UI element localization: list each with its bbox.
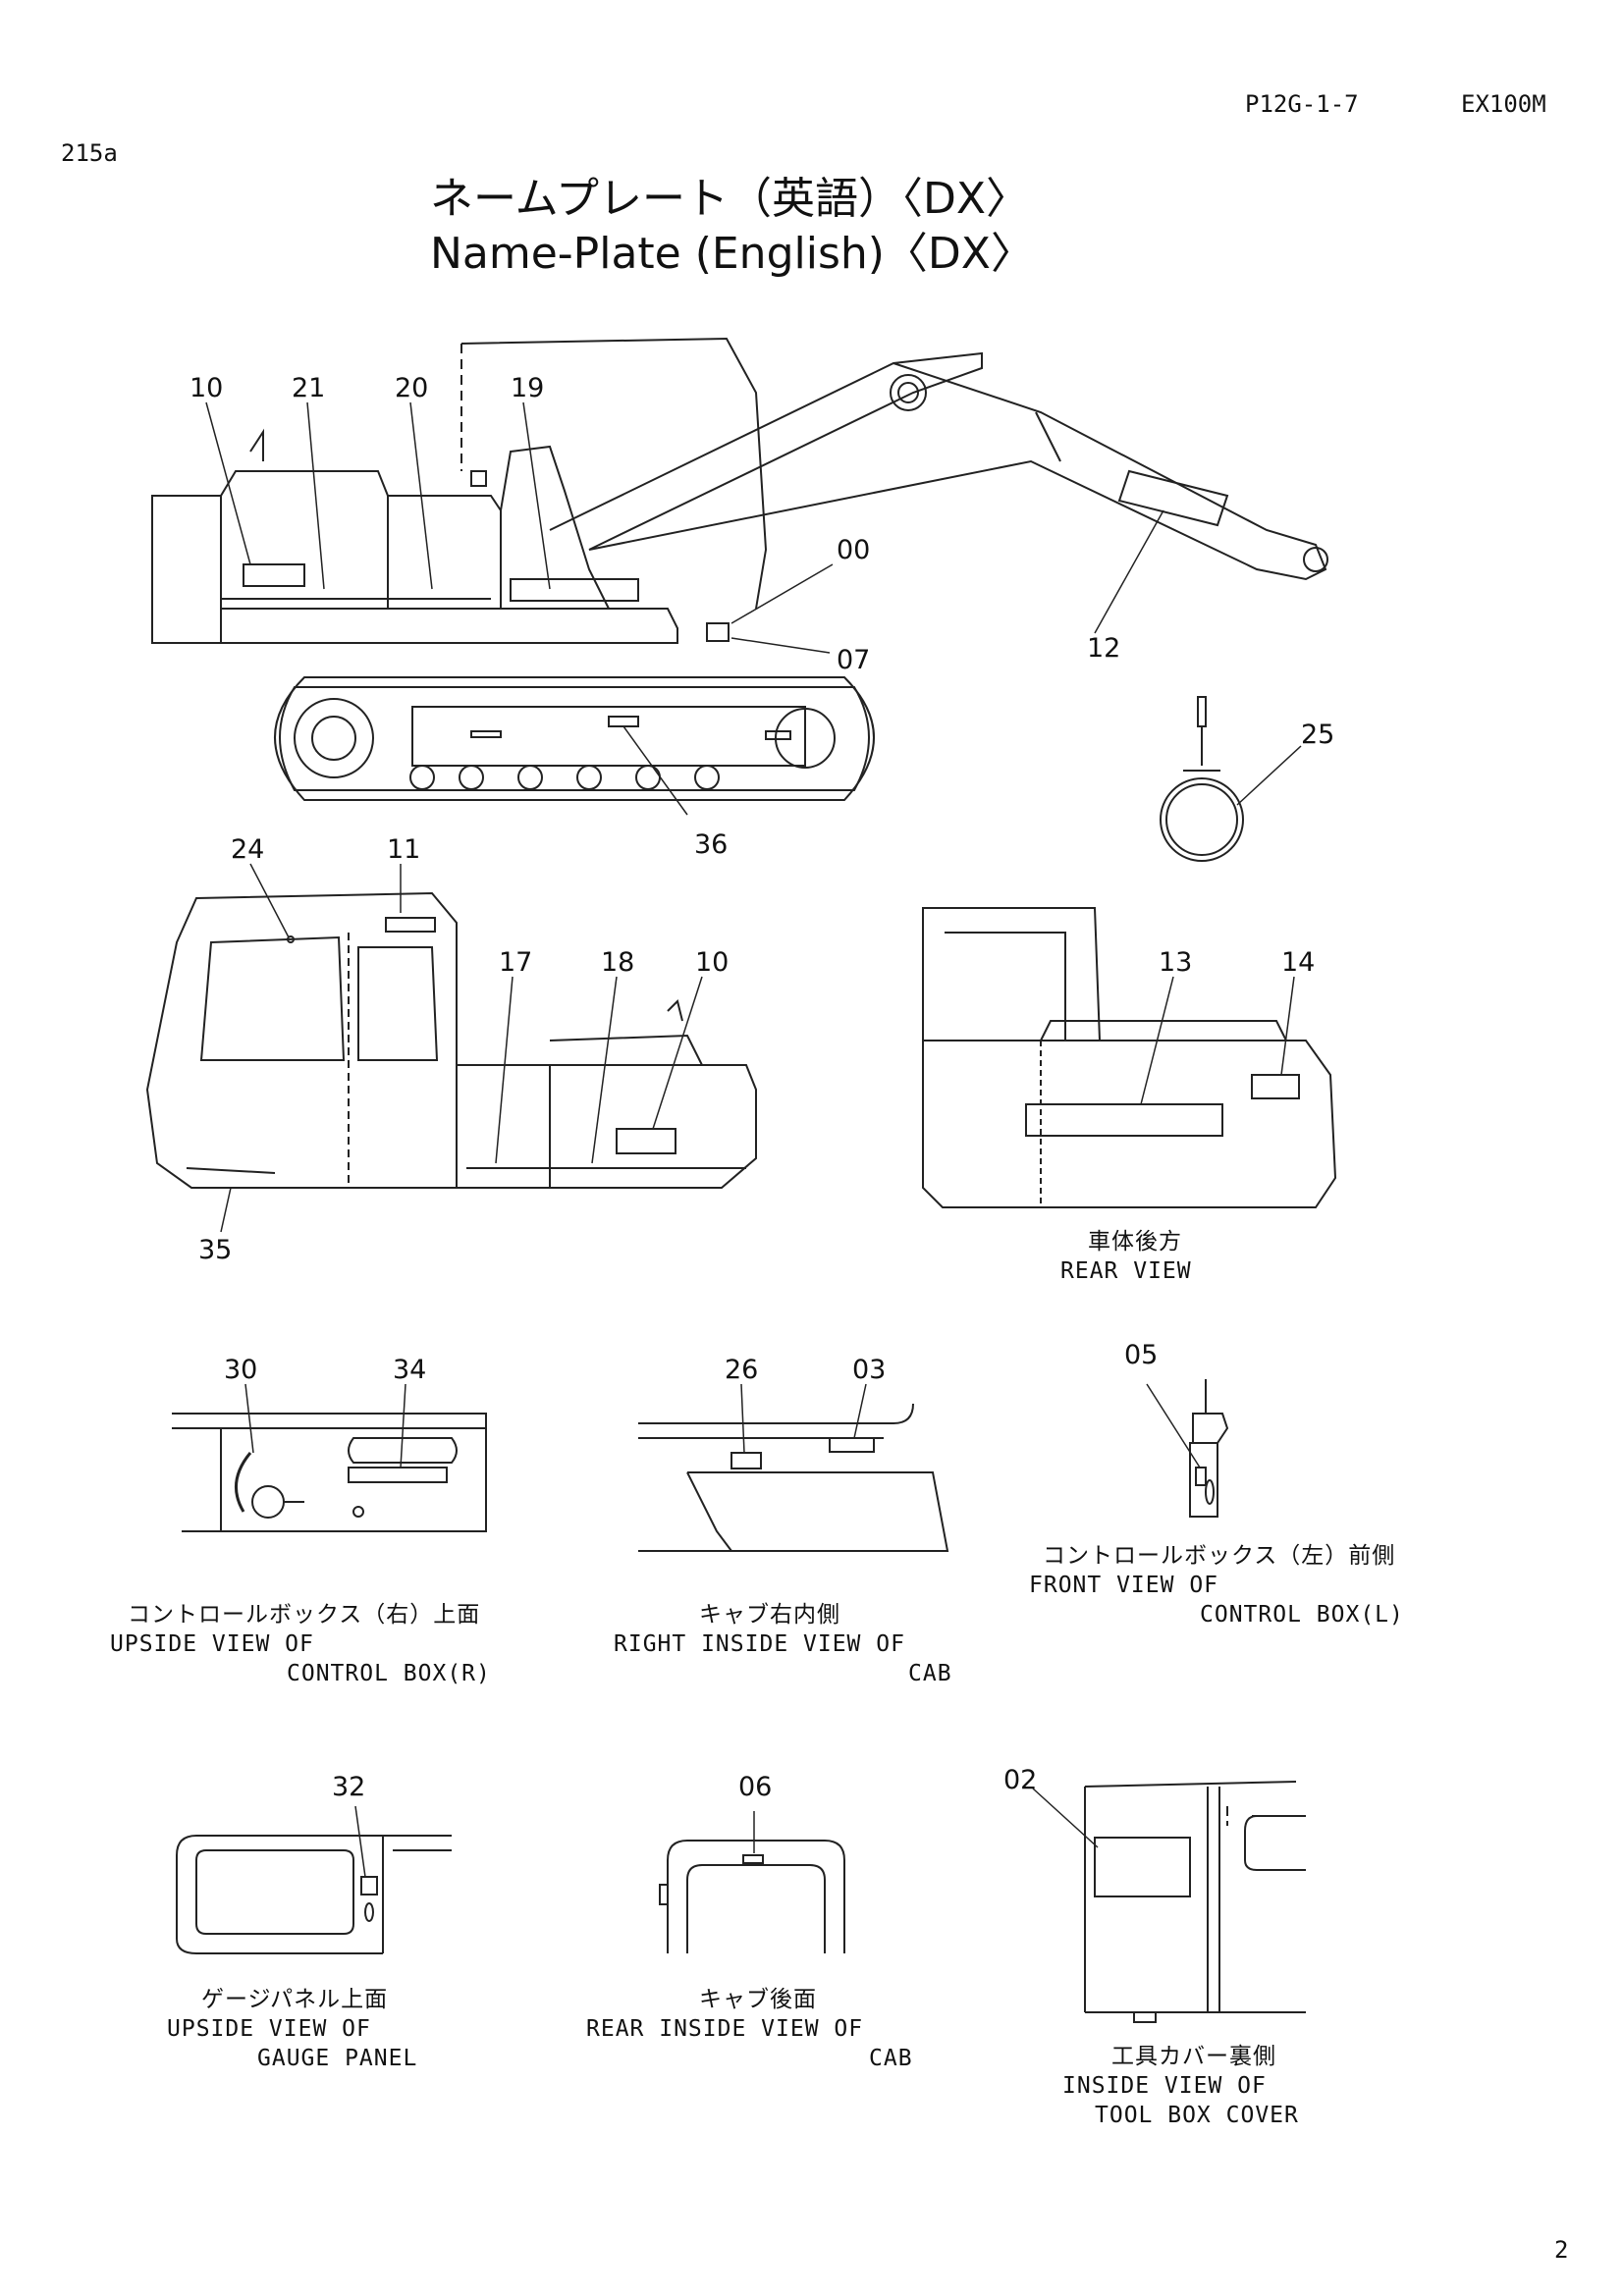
cab-outline-shape bbox=[461, 339, 766, 609]
caption-control-box-r-en-1: UPSIDE VIEW OF bbox=[110, 1631, 314, 1657]
cab-rear-inside bbox=[660, 1841, 844, 1953]
cab-side-view bbox=[147, 893, 756, 1188]
upper-body-shape bbox=[221, 609, 677, 643]
callout-25: 25 bbox=[1301, 720, 1335, 750]
callout-35: 35 bbox=[198, 1235, 233, 1265]
caption-cab-right-en-1: RIGHT INSIDE VIEW OF bbox=[614, 1631, 905, 1657]
lamp-detail bbox=[1161, 697, 1243, 861]
cab-lower-shape bbox=[501, 447, 609, 609]
callout-36: 36 bbox=[694, 829, 729, 860]
caption-control-box-r-ja: コントロールボックス（右）上面 bbox=[128, 1602, 481, 1628]
counterweight-shape bbox=[152, 496, 221, 643]
arm-plate-shape bbox=[1119, 471, 1227, 525]
caption-control-box-l-ja: コントロールボックス（左）前側 bbox=[1043, 1543, 1396, 1569]
leader-lines-rear-view bbox=[1141, 977, 1294, 1104]
plate-10-shape bbox=[243, 564, 304, 586]
control-box-r bbox=[172, 1414, 486, 1531]
title-english: Name-Plate (English)〈DX〉 bbox=[430, 229, 1034, 279]
boom-pivot-shape bbox=[891, 375, 926, 410]
rear-view bbox=[923, 908, 1335, 1207]
caption-tool-box-ja: 工具カバー裏側 bbox=[1111, 2044, 1276, 2069]
callout-10: 10 bbox=[189, 373, 224, 403]
excavator-side-view bbox=[152, 339, 1327, 800]
callout-17: 17 bbox=[499, 947, 533, 978]
caption-tool-box-en-2: TOOL BOX COVER bbox=[1095, 2103, 1299, 2128]
caption-control-box-r-en-2: CONTROL BOX(R) bbox=[287, 1661, 491, 1686]
caption-tool-box-en-1: INSIDE VIEW OF bbox=[1062, 2073, 1267, 2099]
callout-10-cab: 10 bbox=[695, 947, 730, 978]
control-box-l bbox=[1190, 1379, 1227, 1517]
caption-cab-rear-en-2: CAB bbox=[869, 2046, 913, 2071]
track-outer-shape bbox=[275, 677, 874, 800]
caption-cab-rear-en-1: REAR INSIDE VIEW OF bbox=[586, 2016, 864, 2042]
caption-rear-view-en: REAR VIEW bbox=[1060, 1258, 1192, 1284]
callout-24: 24 bbox=[231, 834, 265, 865]
track-frame-shape bbox=[280, 687, 869, 790]
callout-13: 13 bbox=[1159, 947, 1193, 978]
callout-03: 03 bbox=[852, 1355, 887, 1385]
leader-lines-cab-right bbox=[741, 1384, 866, 1453]
caption-cab-rear-ja: キャブ後面 bbox=[699, 1987, 817, 2012]
caption-cab-right-ja: キャブ右内側 bbox=[699, 1602, 840, 1628]
caption-gauge-panel-ja: ゲージパネル上面 bbox=[201, 1987, 389, 2012]
gauge-panel bbox=[177, 1836, 452, 1953]
model-number: EX100M bbox=[1461, 90, 1546, 118]
caption-control-box-l-en-1: FRONT VIEW OF bbox=[1029, 1573, 1219, 1598]
callout-34: 34 bbox=[393, 1355, 427, 1385]
cab-right-inside bbox=[638, 1404, 947, 1551]
page-ref: 215a bbox=[61, 139, 118, 167]
engine-hood-shape bbox=[221, 471, 388, 609]
callout-14: 14 bbox=[1281, 947, 1316, 978]
callout-06: 06 bbox=[738, 1772, 773, 1802]
boom-shape bbox=[550, 353, 982, 550]
leader-line-gauge bbox=[355, 1806, 365, 1877]
callout-12: 12 bbox=[1087, 633, 1121, 664]
caption-rear-view-ja: 車体後方 bbox=[1088, 1229, 1182, 1255]
caption-cab-right-en-2: CAB bbox=[908, 1661, 952, 1686]
callout-02: 02 bbox=[1003, 1765, 1038, 1795]
callout-18: 18 bbox=[601, 947, 635, 978]
callout-00: 00 bbox=[837, 535, 871, 565]
leader-lines-control-box-r bbox=[245, 1384, 406, 1468]
caption-gauge-panel-en-2: GAUGE PANEL bbox=[257, 2046, 418, 2071]
callout-30: 30 bbox=[224, 1355, 258, 1385]
caption-gauge-panel-en-1: UPSIDE VIEW OF bbox=[167, 2016, 371, 2042]
arm-shape bbox=[589, 363, 1325, 579]
callout-32: 32 bbox=[332, 1772, 366, 1802]
page-number: 2 bbox=[1554, 2236, 1569, 2264]
leader-line-control-box-l bbox=[1147, 1384, 1200, 1468]
doc-code: P12G-1-7 bbox=[1245, 90, 1359, 118]
callout-26: 26 bbox=[725, 1355, 759, 1385]
leader-lines-cab-view bbox=[221, 864, 702, 1232]
leader-lines-side-view bbox=[206, 402, 1301, 815]
caption-control-box-l-en-2: CONTROL BOX(L) bbox=[1200, 1602, 1404, 1628]
callout-19: 19 bbox=[511, 373, 545, 403]
callout-11: 11 bbox=[387, 834, 421, 865]
callout-05: 05 bbox=[1124, 1340, 1159, 1370]
callout-21: 21 bbox=[292, 373, 326, 403]
callout-07: 07 bbox=[837, 645, 871, 675]
title-japanese: ネームプレート（英語）〈DX〉 bbox=[430, 174, 1030, 224]
callout-20: 20 bbox=[395, 373, 429, 403]
leader-line-tool-box bbox=[1033, 1789, 1098, 1847]
tool-box-cover bbox=[1085, 1782, 1306, 2022]
